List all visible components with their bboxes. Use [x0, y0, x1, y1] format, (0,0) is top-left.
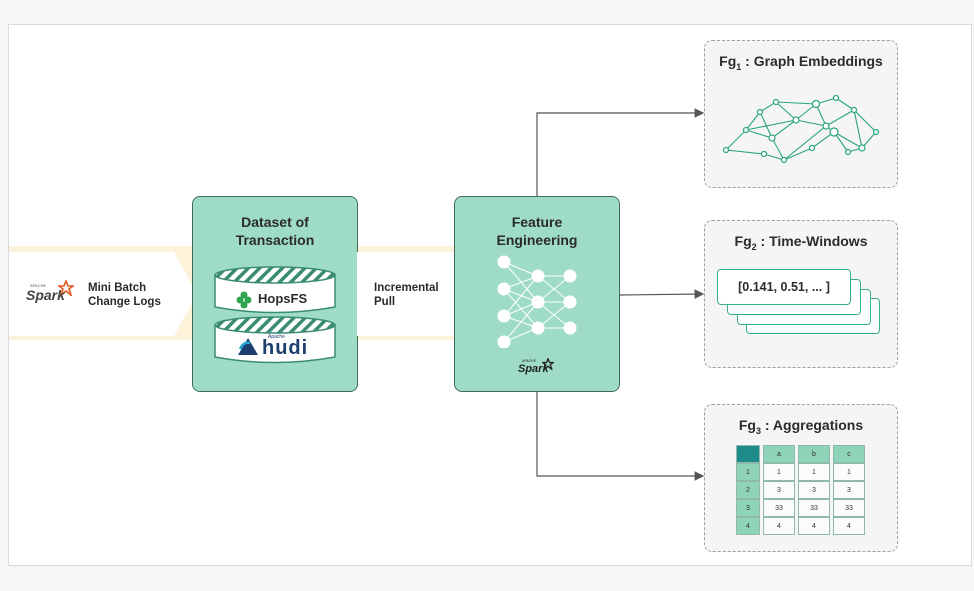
pull-arrow	[357, 252, 475, 336]
hopsfs-cylinder	[214, 266, 336, 314]
spark-star-icon	[58, 280, 74, 296]
table-row-header: 2	[736, 481, 760, 499]
table-cell: 33	[833, 499, 865, 517]
source-arrow	[9, 252, 197, 336]
spark-logo-source: APACHE Spark	[24, 280, 76, 306]
table-row-header: 3	[736, 499, 760, 517]
table-cell: 1	[763, 463, 795, 481]
pull-label: Incremental Pull	[374, 281, 439, 309]
spark-star-icon-fe	[542, 358, 554, 370]
feature-group-graph-embeddings: Fg1 : Graph Embeddings	[704, 40, 898, 188]
spark-logo-small: APACHE	[30, 283, 47, 288]
graph-network-icon	[722, 94, 880, 164]
table-row: 4 4 4 4	[736, 517, 865, 535]
fg3-title: Fg3 : Aggregations	[705, 417, 897, 436]
fg2-title: Fg2 : Time-Windows	[705, 233, 897, 252]
pull-label-line2: Pull	[374, 296, 396, 308]
connector-to-fg3	[536, 390, 705, 481]
fg2-name: : Time-Windows	[756, 233, 868, 249]
hopsfs-label: HopsFS	[258, 291, 308, 306]
fg1-title: Fg1 : Graph Embeddings	[705, 53, 897, 72]
table-cell: 3	[763, 481, 795, 499]
table-cell: 3	[833, 481, 865, 499]
dataset-title-line2: Transaction	[235, 232, 315, 248]
vector-card: [0.141, 0.51, ... ]	[717, 269, 851, 305]
feature-engineering-title: Feature Engineering	[455, 213, 619, 249]
table-row: 2 3 3 3	[736, 481, 865, 499]
table-cell: 3	[798, 481, 830, 499]
aggregation-table: a b c 1 1 1 1 2 3 3 3 3 33 33 33 4 4 4 4	[733, 445, 868, 535]
fg1-prefix: Fg	[719, 53, 737, 69]
spark-fe-small: APACHE	[522, 359, 537, 363]
fg2-prefix: Fg	[734, 233, 752, 249]
fg3-prefix: Fg	[738, 417, 756, 433]
feature-engineering-title-line2: Engineering	[496, 232, 578, 248]
fg3-name: : Aggregations	[760, 417, 864, 433]
table-cell: 1	[833, 463, 865, 481]
feature-engineering-box: Feature Engineering	[454, 196, 620, 392]
connector-to-fg2	[618, 289, 705, 299]
fg1-name: : Graph Embeddings	[741, 53, 883, 69]
dataset-title: Dataset of Transaction	[193, 213, 357, 249]
table-cell: 33	[798, 499, 830, 517]
fg2-sub: 2	[751, 241, 757, 252]
table-cell: 33	[763, 499, 795, 517]
table-header-row: a b c	[736, 445, 865, 463]
table-row: 1 1 1 1	[736, 463, 865, 481]
table-row: 3 33 33 33	[736, 499, 865, 517]
source-label: Mini Batch Change Logs	[88, 281, 161, 309]
fg3-sub: 3	[755, 425, 761, 436]
table-cell: 4	[833, 517, 865, 535]
pull-label-line1: Incremental	[374, 282, 439, 294]
table-column-header: b	[798, 445, 830, 463]
spark-fe-text: Spark	[518, 363, 549, 375]
hudi-small-label: Apache	[268, 334, 285, 340]
hudi-label: hudi	[262, 337, 309, 359]
source-label-line2: Change Logs	[88, 296, 161, 308]
feature-engineering-title-line1: Feature	[511, 214, 563, 230]
neural-network-icon	[497, 255, 577, 348]
table-row-header: 4	[736, 517, 760, 535]
table-row-header: 1	[736, 463, 760, 481]
table-corner	[736, 445, 760, 463]
hopsfs-icon	[236, 291, 252, 309]
spark-logo-fe: APACHE Spark	[516, 358, 560, 380]
table-cell: 4	[798, 517, 830, 535]
fg1-sub: 1	[736, 61, 742, 72]
connector-to-fg1	[536, 108, 705, 196]
table-cell: 1	[798, 463, 830, 481]
table-column-header: c	[833, 445, 865, 463]
source-label-line1: Mini Batch	[88, 282, 147, 294]
spark-logo-text: Spark	[26, 287, 65, 303]
table-column-header: a	[763, 445, 795, 463]
table-cell: 4	[763, 517, 795, 535]
dataset-title-line1: Dataset of	[241, 214, 309, 230]
hudi-logo-icon	[238, 338, 258, 355]
